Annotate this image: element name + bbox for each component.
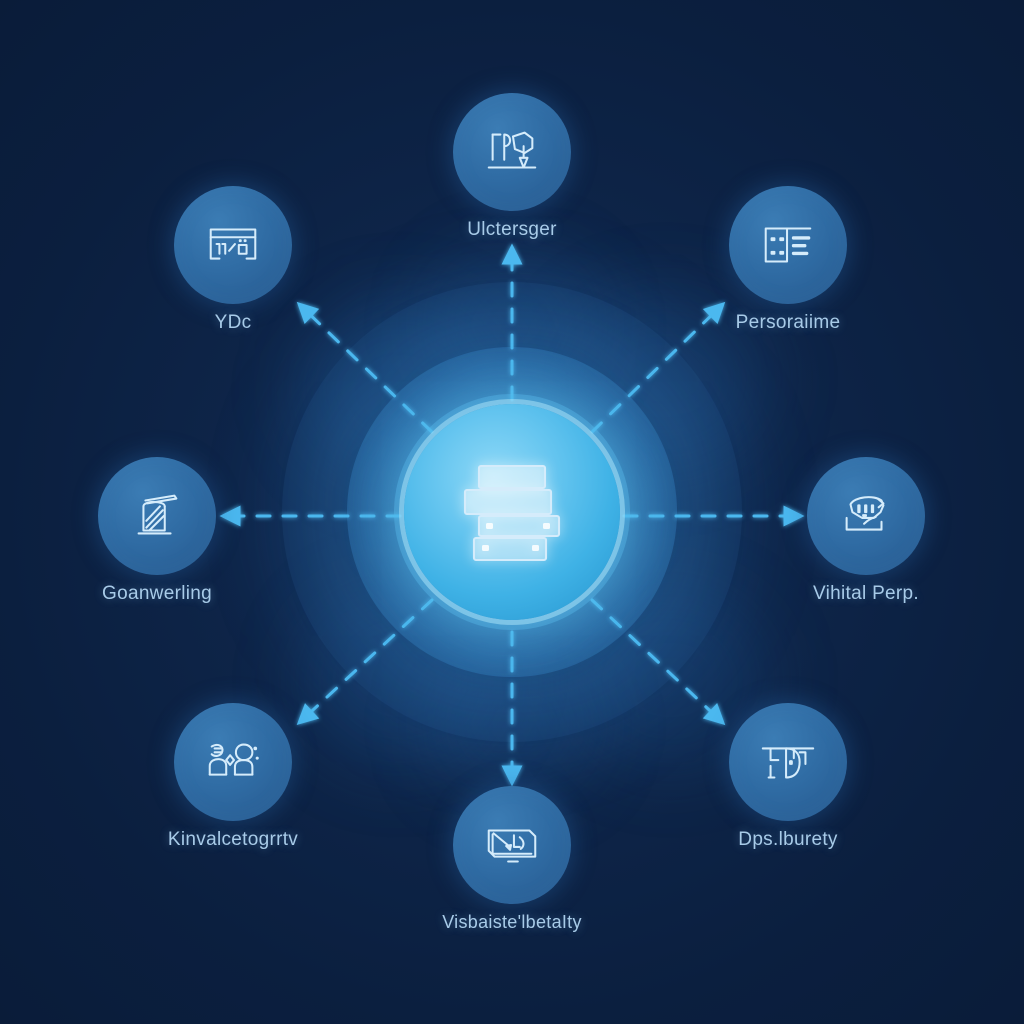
node-circle[interactable] — [807, 457, 925, 575]
node-label: YDc — [214, 312, 252, 333]
node-circle[interactable] — [174, 186, 292, 304]
node-label: Goanwerling — [102, 583, 212, 604]
node-label: Ulctersger — [467, 219, 557, 240]
node-bottom[interactable]: Visbaiste'lbetaIty — [442, 786, 581, 932]
node-circle[interactable] — [98, 457, 216, 575]
document-pen-icon — [487, 131, 537, 169]
server-stack-icon — [463, 464, 561, 562]
link-to-top-right — [590, 301, 726, 434]
node-label: Kinvalcetogrrtv — [167, 829, 299, 850]
node-label: Dps.lburety — [738, 829, 838, 850]
node-bottom-left[interactable]: Kinvalcetogrrtv — [168, 703, 298, 850]
node-label: Visbaiste'lbetaIty — [442, 912, 582, 932]
node-bottom-right[interactable]: Dps.lburety — [729, 703, 847, 850]
shield-badge-icon — [845, 496, 885, 531]
background-blob — [430, 650, 600, 800]
central-hub-node[interactable] — [404, 404, 620, 620]
link-to-bottom-left — [296, 598, 434, 726]
browser-window-icon — [209, 228, 257, 260]
node-right[interactable]: Vihital Perp. — [807, 457, 925, 604]
chart-bracket-icon — [761, 747, 815, 779]
node-label: Persoraiime — [735, 312, 841, 333]
background-blob — [300, 590, 500, 770]
node-label: Vihital Perp. — [813, 583, 919, 604]
node-top-right[interactable]: Persoraiime — [729, 186, 847, 333]
list-columns-icon — [764, 227, 812, 263]
background-blob — [430, 250, 600, 400]
node-top[interactable]: Ulctersger — [453, 93, 571, 240]
node-circle[interactable] — [174, 703, 292, 821]
node-circle[interactable] — [729, 186, 847, 304]
node-circle[interactable] — [453, 93, 571, 211]
storage-tank-icon — [137, 494, 178, 535]
monitor-clock-icon — [487, 829, 537, 863]
node-left[interactable]: Goanwerling — [98, 457, 216, 604]
node-circle[interactable] — [453, 786, 571, 904]
node-top-left[interactable]: YDc — [174, 186, 292, 333]
two-people-exchange-icon — [208, 743, 259, 776]
node-circle[interactable] — [729, 703, 847, 821]
link-to-bottom-right — [590, 598, 726, 726]
link-to-top-left — [296, 301, 434, 434]
